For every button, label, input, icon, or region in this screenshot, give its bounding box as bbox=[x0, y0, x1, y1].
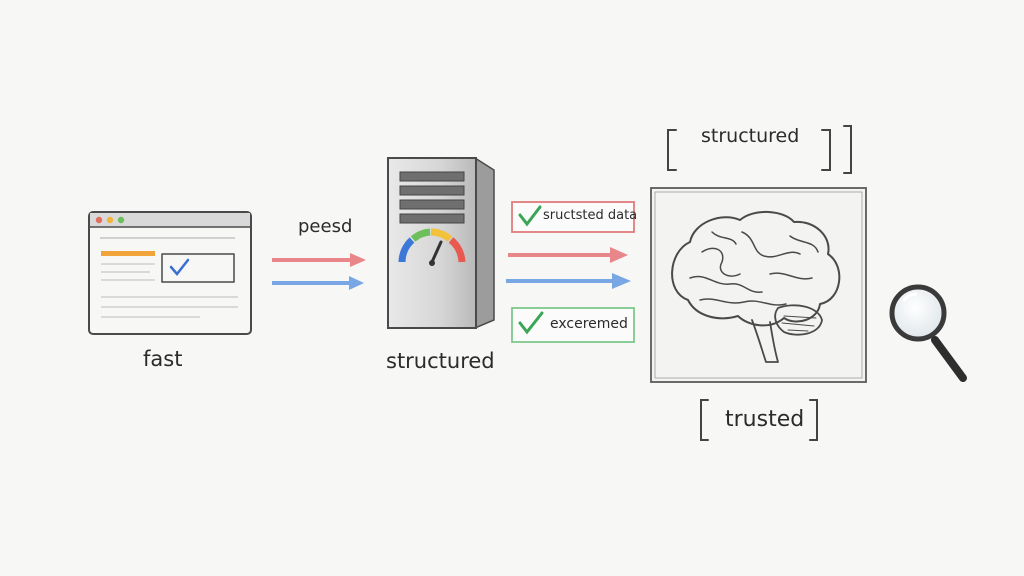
arrow-label: peesd bbox=[298, 216, 353, 237]
orange-bar bbox=[101, 251, 155, 256]
speed-gauge-icon bbox=[398, 228, 466, 266]
magnifying-glass-icon bbox=[889, 284, 967, 382]
bracket-trusted bbox=[700, 399, 818, 441]
tag-top-label: sructsted data bbox=[543, 208, 638, 223]
browser-window-icon bbox=[88, 211, 252, 335]
checkmark-icon bbox=[169, 258, 190, 276]
brain-top-label: structured bbox=[701, 125, 800, 147]
checkmark-icon bbox=[518, 205, 542, 227]
brain-frame bbox=[650, 187, 867, 383]
bracket-structured bbox=[667, 125, 852, 174]
arrows-server-to-brain bbox=[506, 247, 631, 289]
window-dot-red bbox=[95, 216, 103, 224]
arrows-browser-to-server bbox=[272, 253, 366, 290]
tag-top-box bbox=[511, 201, 635, 233]
checkmark-icon bbox=[518, 311, 544, 335]
brain-bottom-label: trusted bbox=[725, 407, 805, 432]
window-dot-green bbox=[117, 216, 125, 224]
server-label: structured bbox=[386, 349, 495, 373]
server-tower-icon bbox=[387, 156, 495, 330]
window-dot-yellow bbox=[106, 216, 114, 224]
tag-bottom-box bbox=[511, 307, 635, 343]
brain-icon bbox=[671, 210, 841, 363]
browser-label: fast bbox=[143, 347, 183, 371]
tag-bottom-label: exceremed bbox=[550, 316, 628, 332]
